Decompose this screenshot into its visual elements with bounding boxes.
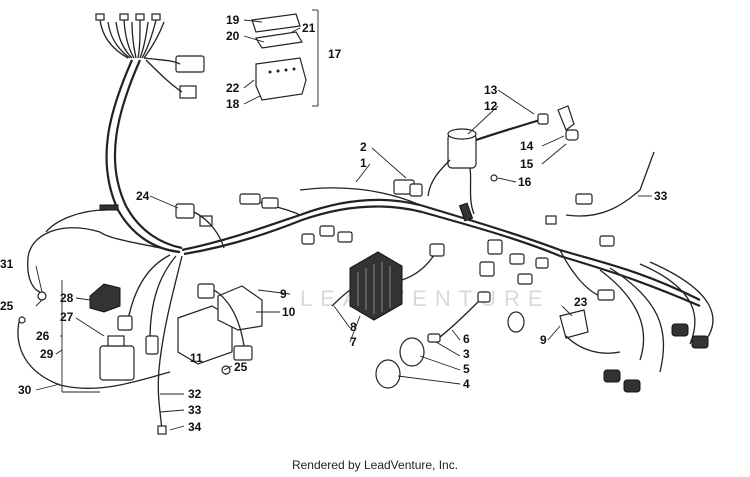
- callout-3: 3: [463, 347, 470, 361]
- watermark: LEADVENTURE: [300, 286, 551, 311]
- fuse-block-18: [251, 13, 307, 101]
- main-trunk: [105, 59, 181, 254]
- callout-32: 32: [188, 387, 202, 401]
- callout-25-right: 25: [234, 360, 248, 374]
- callout-15: 15: [520, 157, 534, 171]
- wiring-harness-diagram: LEADVENTURE: [0, 9, 714, 435]
- callout-18: 18: [226, 97, 240, 111]
- footer-credit: Rendered by LeadVenture, Inc.: [291, 458, 459, 472]
- callout-11: 11: [190, 351, 203, 365]
- callout-19: 19: [226, 13, 240, 27]
- callout-22: 22: [226, 81, 240, 95]
- relay-27: [99, 345, 135, 381]
- connector: [239, 193, 261, 205]
- voltage-regulator-7: [349, 251, 403, 321]
- ignition-coil-12: [447, 105, 579, 169]
- callout-33-right: 33: [654, 189, 668, 203]
- callout-8: 8: [350, 320, 357, 334]
- component-28: [89, 283, 121, 313]
- callout-24: 24: [136, 189, 150, 203]
- callout-30: 30: [18, 383, 32, 397]
- callout-2: 2: [360, 140, 367, 154]
- top-connector-bundle: [95, 13, 205, 99]
- callout-1: 1: [360, 156, 367, 170]
- callout-21: 21: [302, 21, 316, 35]
- callout-20: 20: [226, 29, 240, 43]
- fuse-holder: [99, 204, 119, 211]
- callout-34: 34: [188, 420, 202, 434]
- callout-7: 7: [350, 335, 357, 349]
- bezel-5: [399, 337, 425, 367]
- spark-plug-cap-14: [557, 105, 575, 131]
- callout-9-upper: 9: [280, 287, 287, 301]
- callout-12: 12: [484, 99, 498, 113]
- callout-28: 28: [60, 291, 74, 305]
- connector-24: [175, 203, 195, 219]
- callout-10: 10: [282, 305, 296, 319]
- headlight-connectors: [603, 323, 709, 393]
- callout-5: 5: [463, 362, 470, 376]
- socket-4: [375, 359, 401, 389]
- callout-31: 31: [0, 257, 14, 271]
- callout-labels: 1 2 3 4 5 6 7 8 9 9 10 11 12 13 14 15 16…: [0, 13, 668, 434]
- callout-17: 17: [328, 47, 342, 61]
- callout-27: 27: [60, 310, 74, 324]
- switch-plate-23: [559, 309, 589, 339]
- callout-6: 6: [463, 332, 470, 346]
- leader-lines: [35, 19, 652, 391]
- callout-13: 13: [484, 83, 498, 97]
- callout-14: 14: [520, 139, 534, 153]
- callout-25-left: 25: [0, 299, 14, 313]
- callout-29: 29: [40, 347, 54, 361]
- callout-16: 16: [518, 175, 532, 189]
- callout-23: 23: [574, 295, 588, 309]
- callout-33-lower: 33: [188, 403, 202, 417]
- callout-26: 26: [36, 329, 50, 343]
- callout-9-right: 9: [540, 333, 547, 347]
- callout-4: 4: [463, 377, 470, 391]
